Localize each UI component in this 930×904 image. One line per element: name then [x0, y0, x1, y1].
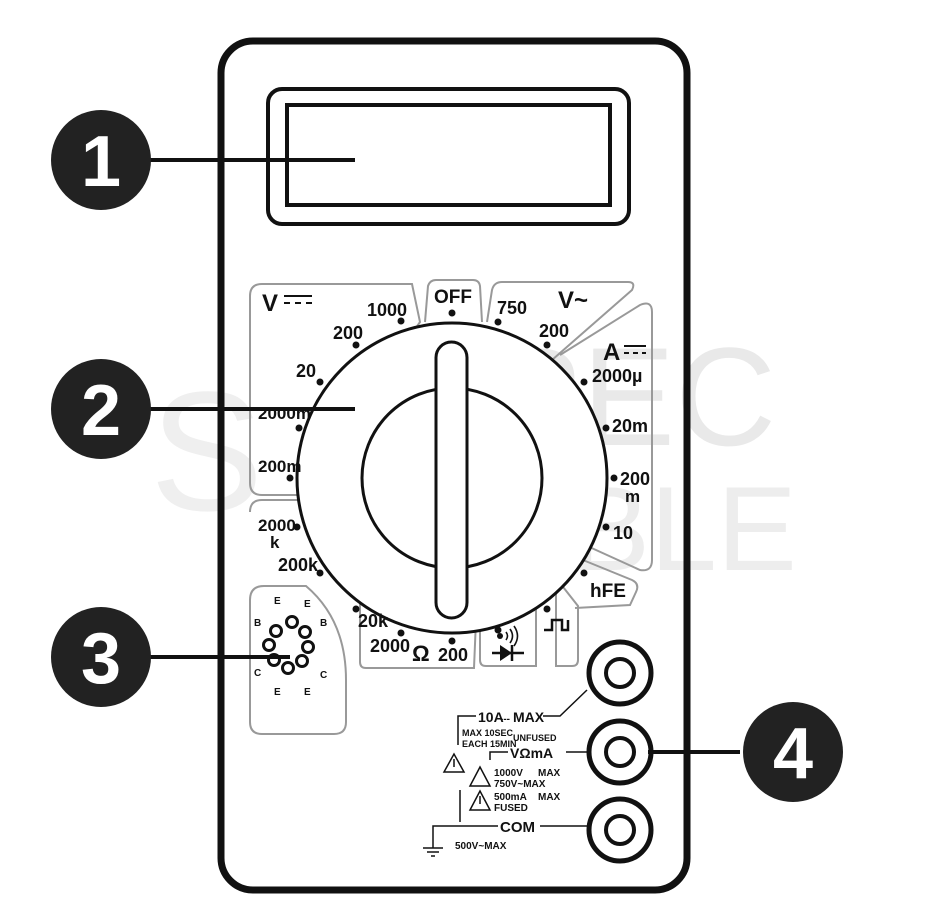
label-vomA: VΩmA	[510, 745, 553, 761]
acv-panel	[486, 281, 635, 361]
label-dcv-title: V	[262, 290, 278, 317]
rotary-selector[interactable]	[295, 321, 609, 635]
jack-10a[interactable]	[586, 639, 654, 707]
label-ohm-2000k-unit: k	[270, 533, 280, 552]
label-ohm-2000[interactable]: 2000	[370, 636, 410, 656]
dc-symbol-icon	[624, 345, 646, 354]
ohm-panel	[249, 499, 477, 669]
label-vomA-500ma-max: MAX	[538, 792, 561, 803]
label-10a-max: MAX	[513, 709, 545, 725]
label-vomA-500ma: 500mA	[494, 792, 527, 803]
callout-number: 1	[81, 122, 121, 202]
label-ohm-20k[interactable]: 20k	[358, 611, 389, 631]
label-10a-note2: EACH 15MIN	[462, 739, 517, 749]
pin-label: C	[320, 670, 327, 681]
callout-badge-4: 4	[743, 702, 843, 802]
square-panel	[555, 575, 579, 667]
label-10a-dc: ---	[500, 714, 510, 725]
callout-badge-1: 1	[51, 110, 151, 210]
label-dca-10[interactable]: 10	[613, 523, 633, 543]
dca-panel	[559, 302, 653, 572]
label-ohm-200k[interactable]: 200k	[278, 555, 319, 575]
meter-body	[217, 37, 691, 894]
label-acv-200[interactable]: 200	[539, 321, 569, 341]
pin-label: C	[254, 668, 261, 679]
input-jacks	[586, 639, 654, 864]
label-acv-750[interactable]: 750	[497, 298, 527, 318]
label-dca-200-unit: m	[625, 487, 640, 506]
label-vomA-1000v-max: MAX	[538, 768, 561, 779]
pin-label: E	[304, 599, 311, 610]
lcd-display	[266, 87, 631, 226]
label-vomA-fused: FUSED	[494, 803, 528, 814]
label-dcv-20[interactable]: 20	[296, 361, 316, 381]
diode-panel	[479, 608, 537, 667]
label-dcv-1000[interactable]: 1000	[367, 300, 407, 320]
label-vomA-1000v: 1000V	[494, 768, 523, 779]
square-wave-icon[interactable]	[544, 618, 570, 632]
label-dca-2000u[interactable]: 2000µ	[592, 366, 642, 386]
pin-label: E	[304, 687, 311, 698]
hfe-panel	[574, 557, 639, 609]
dc-symbol-icon	[284, 295, 312, 304]
jack-vomA[interactable]	[586, 718, 654, 786]
socket-panel	[249, 585, 347, 735]
label-vomA-750v: 750V~MAX	[494, 779, 546, 790]
pin-label: E	[274, 687, 281, 698]
label-ohm-symbol: Ω	[412, 641, 430, 666]
label-com: COM	[500, 819, 535, 836]
label-dcv-2000m[interactable]: 2000m	[258, 404, 311, 423]
pin-label: B	[254, 618, 261, 629]
callout-number: 3	[81, 619, 121, 699]
pin-label: B	[320, 618, 327, 629]
socket-holes	[262, 615, 315, 675]
off-panel	[424, 279, 483, 323]
callout-number: 2	[81, 371, 121, 451]
label-dca-20m[interactable]: 20m	[612, 416, 648, 436]
jack-labels: 10A --- MAX MAX 10SEC EACH 15MIN UNFUSED…	[455, 709, 561, 852]
label-10a-note1: MAX 10SEC	[462, 728, 514, 738]
label-acv-title: V~	[558, 287, 588, 314]
label-ohm-2000k[interactable]: 2000	[258, 516, 296, 535]
socket-pin-labels: E E B B C C E E	[254, 596, 327, 698]
hfe-socket[interactable]: E E B B C C E E	[254, 596, 327, 698]
dial-dots	[286, 309, 618, 645]
dial-labels: OFF V 1000 200 20 2000m 200m 750 V~ 200 …	[258, 287, 650, 666]
pin-label: E	[274, 596, 281, 607]
jack-com[interactable]	[586, 796, 654, 864]
label-dca-200[interactable]: 200	[620, 469, 650, 489]
label-10a-unfused: UNFUSED	[513, 733, 557, 743]
callout-badge-3: 3	[51, 607, 151, 707]
ground-icon	[423, 847, 443, 857]
jack-leader-lines	[432, 689, 588, 848]
watermark-logo: S	[150, 357, 263, 547]
warning-icon	[442, 752, 492, 811]
callout-number: 4	[773, 714, 813, 794]
label-com-note: 500V~MAX	[455, 841, 507, 852]
label-10a: 10A	[478, 709, 504, 725]
label-off[interactable]: OFF	[434, 287, 472, 308]
label-dcv-200[interactable]: 200	[333, 323, 363, 343]
label-ohm-200[interactable]: 200	[438, 645, 468, 665]
diode-continuity-icon[interactable]	[492, 625, 524, 661]
dial-pointer-knob[interactable]	[434, 340, 469, 620]
label-hfe[interactable]: hFE	[590, 581, 626, 602]
dial-panels	[249, 279, 653, 735]
label-dca-title: A	[603, 339, 620, 366]
label-dcv-200m[interactable]: 200m	[258, 457, 301, 476]
callout-badge-2: 2	[51, 359, 151, 459]
callout-leaders	[150, 158, 740, 754]
